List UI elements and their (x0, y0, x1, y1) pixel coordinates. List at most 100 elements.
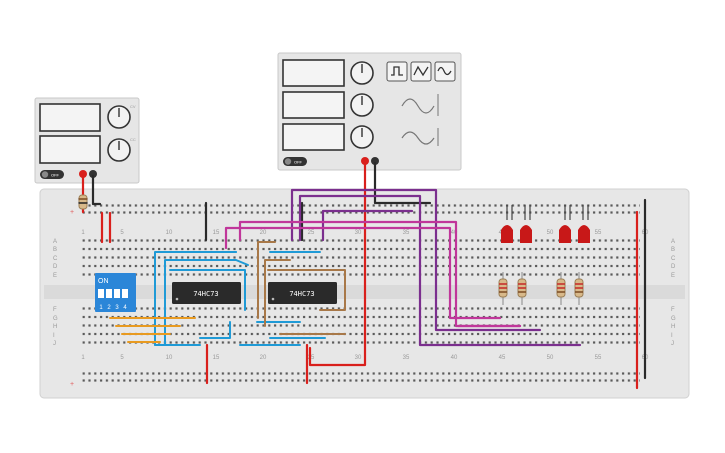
generator-negative-terminal[interactable] (371, 157, 379, 165)
svg-text:25: 25 (308, 230, 315, 236)
chip-1-label: 74HC73 (193, 290, 218, 298)
function-generator[interactable]: OFF (277, 52, 462, 171)
svg-text:D: D (671, 264, 676, 270)
svg-text:F: F (671, 307, 675, 313)
svg-text:3: 3 (115, 305, 119, 311)
generator-black-lead[interactable] (373, 161, 432, 205)
dip-toggle-1[interactable] (98, 289, 104, 298)
svg-text:40: 40 (451, 230, 458, 236)
square-wave-icon (391, 66, 403, 76)
negative-terminal[interactable] (89, 170, 97, 178)
offset-display (282, 123, 345, 151)
svg-text:H: H (671, 324, 675, 330)
resistor-3[interactable] (556, 272, 566, 305)
svg-text:45: 45 (499, 355, 506, 361)
svg-text:10: 10 (166, 230, 173, 236)
svg-text:15: 15 (213, 355, 220, 361)
svg-text:E: E (671, 273, 675, 279)
svg-text:I: I (671, 333, 673, 339)
dip-toggle-4[interactable] (122, 289, 128, 298)
rail-plus-label: + (70, 209, 74, 216)
triangle-wave-icon (413, 65, 429, 77)
svg-text:J: J (53, 341, 56, 347)
purple-wire-1[interactable] (290, 188, 542, 332)
frequency-display (282, 59, 345, 87)
svg-text:35: 35 (403, 355, 410, 361)
purple-wire-2[interactable] (298, 194, 582, 347)
svg-text:B: B (53, 247, 57, 253)
ic-chip-1[interactable]: 74HC73 (172, 282, 241, 304)
dip-toggle-3[interactable] (114, 289, 120, 298)
current-display (39, 135, 101, 164)
dip-switch[interactable]: ON 1 2 3 4 (95, 273, 136, 312)
led-2[interactable] (520, 205, 532, 243)
svg-text:G: G (53, 316, 58, 322)
svg-text:25: 25 (308, 355, 315, 361)
generator-off-label: OFF (294, 160, 303, 165)
svg-text:15: 15 (213, 230, 220, 236)
svg-text:10: 10 (166, 355, 173, 361)
svg-text:D: D (53, 264, 58, 270)
svg-text:20: 20 (260, 230, 267, 236)
svg-text:I: I (53, 333, 55, 339)
svg-text:5: 5 (120, 230, 124, 236)
power-supply[interactable]: CV CC OFF (34, 97, 140, 184)
cc-label: CC (130, 137, 136, 142)
svg-text:1: 1 (81, 355, 85, 361)
positive-terminal[interactable] (79, 170, 87, 178)
sine-wave-button[interactable] (434, 61, 456, 82)
dip-toggle-2[interactable] (106, 289, 112, 298)
sine-wave-icon (437, 66, 452, 76)
svg-text:4: 4 (123, 305, 127, 311)
led-4[interactable] (578, 205, 590, 243)
cv-label: CV (130, 104, 136, 109)
square-wave-button[interactable] (386, 61, 408, 82)
svg-text:G: G (671, 316, 676, 322)
svg-text:50: 50 (547, 355, 554, 361)
chip-2-label: 74HC73 (289, 290, 314, 298)
resistor-2[interactable] (517, 272, 527, 305)
svg-text:H: H (53, 324, 57, 330)
amplitude-graphic-icon (401, 98, 435, 114)
voltage-display (39, 103, 101, 132)
generator-red-lead[interactable] (308, 161, 367, 367)
svg-text:20: 20 (260, 355, 267, 361)
svg-text:1: 1 (99, 305, 103, 311)
generator-positive-terminal[interactable] (361, 157, 369, 165)
svg-text:C: C (671, 256, 676, 262)
svg-text:55: 55 (595, 355, 602, 361)
wires (78, 161, 647, 390)
svg-text:J: J (671, 341, 674, 347)
resistor-1[interactable] (498, 272, 508, 305)
resistor-4[interactable] (574, 272, 584, 305)
led-3[interactable] (559, 205, 571, 243)
offset-graphic-icon (401, 131, 435, 145)
svg-text:B: B (671, 247, 675, 253)
svg-text:35: 35 (403, 230, 410, 236)
svg-text:30: 30 (355, 230, 362, 236)
amplitude-display (282, 91, 345, 119)
row-labels-right: A B C D E F G H I J (671, 239, 676, 347)
magenta-wire-1[interactable] (224, 226, 502, 320)
svg-text:1: 1 (81, 230, 85, 236)
svg-text:C: C (53, 256, 58, 262)
supply-black-lead[interactable] (91, 174, 102, 206)
brown-wire-1[interactable] (257, 241, 276, 319)
rail-plus-label-bottom: + (70, 381, 74, 388)
led-1[interactable] (501, 205, 513, 243)
svg-text:50: 50 (547, 230, 554, 236)
leds (501, 205, 590, 243)
supply-resistor[interactable] (78, 194, 88, 210)
svg-text:E: E (53, 273, 57, 279)
svg-text:40: 40 (451, 355, 458, 361)
dip-on-label: ON (98, 278, 109, 285)
ic-chip-2[interactable]: 74HC73 (268, 282, 337, 304)
svg-text:30: 30 (355, 355, 362, 361)
svg-text:2: 2 (107, 305, 111, 311)
svg-text:55: 55 (595, 230, 602, 236)
svg-text:A: A (53, 239, 57, 245)
svg-text:F: F (53, 307, 57, 313)
row-labels-left: A B C D E F G H I J (53, 239, 58, 347)
resistors (498, 272, 584, 305)
